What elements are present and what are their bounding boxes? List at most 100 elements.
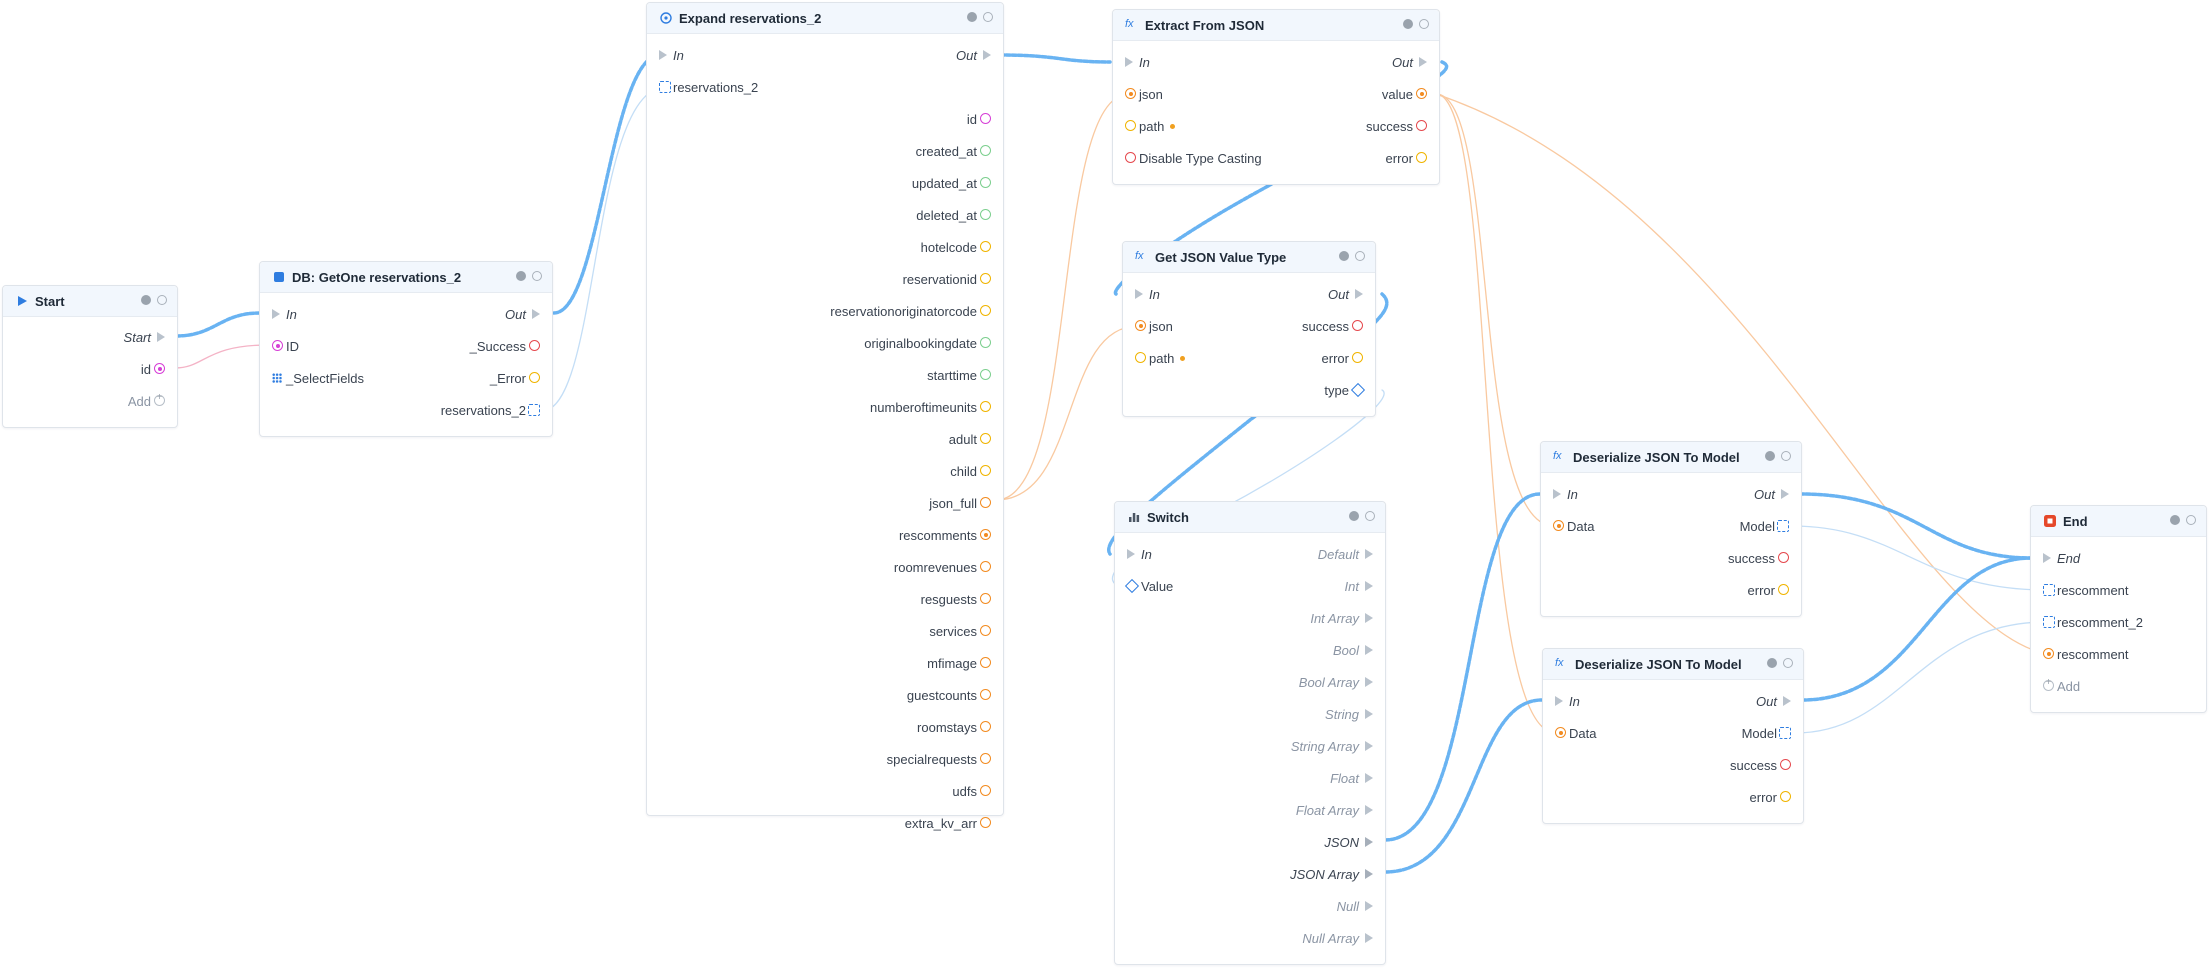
flow-out-pin-icon[interactable] — [1365, 709, 1373, 719]
pin-icon[interactable] — [980, 401, 991, 412]
pin-icon[interactable] — [980, 465, 991, 476]
input-end[interactable]: End — [2043, 548, 2080, 568]
output-field[interactable]: created_at — [916, 141, 991, 161]
pin-icon[interactable] — [154, 363, 165, 374]
input-rescomment-2[interactable]: rescomment_2 — [2043, 612, 2143, 632]
output-field[interactable]: roomstays — [917, 717, 991, 737]
output-field[interactable]: roomrevenues — [894, 557, 991, 577]
output-field[interactable]: deleted_at — [916, 205, 991, 225]
input-in[interactable]: In — [1135, 284, 1160, 304]
output-field[interactable]: originalbookingdate — [864, 333, 991, 353]
output-field[interactable]: extra_kv_arr — [905, 813, 991, 833]
pin-icon[interactable] — [1416, 120, 1427, 131]
pin-icon[interactable] — [1135, 352, 1146, 363]
output-id[interactable]: id — [141, 359, 165, 379]
input-in[interactable]: In — [1555, 691, 1580, 711]
info-icon[interactable] — [141, 295, 151, 305]
info-icon[interactable] — [1349, 511, 1359, 521]
flow-in-pin-icon[interactable] — [272, 309, 280, 319]
info-icon[interactable] — [1767, 658, 1777, 668]
input-path[interactable]: path — [1135, 348, 1186, 368]
info-icon[interactable] — [1403, 19, 1413, 29]
node-header[interactable]: Switch — [1115, 502, 1385, 533]
output-field[interactable]: udfs — [952, 781, 991, 801]
flow-out-pin-icon[interactable] — [1365, 645, 1373, 655]
object-pin-icon[interactable] — [1779, 727, 1791, 739]
output-field[interactable]: numberoftimeunits — [870, 397, 991, 417]
flow-out-pin-icon[interactable] — [1365, 869, 1373, 879]
flow-out-pin-icon[interactable] — [1365, 773, 1373, 783]
flow-out-pin-icon[interactable] — [1365, 677, 1373, 687]
flow-out-pin-icon[interactable] — [1355, 289, 1363, 299]
input-rescomment-3[interactable]: rescomment — [2043, 644, 2129, 664]
diamond-pin-icon[interactable] — [1350, 382, 1366, 398]
node-header[interactable]: fx Extract From JSON — [1113, 10, 1439, 41]
object-pin-icon[interactable] — [2043, 616, 2055, 628]
output-error[interactable]: error — [1386, 148, 1427, 168]
output-field[interactable]: reservationid — [903, 269, 991, 289]
comment-icon[interactable] — [1365, 511, 1375, 521]
output-error[interactable]: error — [1750, 787, 1791, 807]
flow-out-pin-icon[interactable] — [1365, 549, 1373, 559]
switch-case-output[interactable]: String Array — [1291, 736, 1373, 756]
pin-icon[interactable] — [980, 113, 991, 124]
add-icon[interactable] — [154, 392, 165, 406]
pin-icon[interactable] — [1778, 584, 1789, 595]
flow-out-pin-icon[interactable] — [532, 309, 540, 319]
flow-out-pin-icon[interactable] — [1365, 741, 1373, 751]
node-db-getone[interactable]: DB: GetOne reservations_2 In Out ID _Suc… — [259, 261, 553, 437]
output-field[interactable]: child — [950, 461, 991, 481]
comment-icon[interactable] — [1783, 658, 1793, 668]
object-pin-icon[interactable] — [2043, 584, 2055, 596]
flow-out-pin-icon[interactable] — [1365, 837, 1373, 847]
switch-case-output[interactable]: Bool — [1333, 640, 1373, 660]
flow-out-pin-icon[interactable] — [1365, 613, 1373, 623]
input-in[interactable]: In — [272, 304, 297, 324]
input-json[interactable]: json — [1125, 84, 1163, 104]
input-reservations[interactable]: reservations_2 — [659, 77, 758, 97]
pin-icon[interactable] — [980, 433, 991, 444]
node-start[interactable]: Start Start id Add — [2, 285, 178, 428]
pin-icon[interactable] — [1352, 352, 1363, 363]
node-header[interactable]: End — [2031, 506, 2206, 537]
output-success[interactable]: success — [1728, 548, 1789, 568]
input-in[interactable]: In — [659, 45, 684, 65]
pin-icon[interactable] — [980, 241, 991, 252]
info-icon[interactable] — [1765, 451, 1775, 461]
flow-out-pin-icon[interactable] — [983, 50, 991, 60]
output-success[interactable]: success — [1366, 116, 1427, 136]
pin-icon[interactable] — [980, 273, 991, 284]
output-start[interactable]: Start — [124, 327, 165, 347]
output-error[interactable]: error — [1748, 580, 1789, 600]
comment-icon[interactable] — [157, 295, 167, 305]
pin-icon[interactable] — [980, 817, 991, 828]
output-success[interactable]: success — [1302, 316, 1363, 336]
pin-icon[interactable] — [272, 340, 283, 351]
pin-icon[interactable] — [980, 497, 991, 508]
output-field[interactable]: adult — [949, 429, 991, 449]
input-json[interactable]: json — [1135, 316, 1173, 336]
pin-icon[interactable] — [1778, 552, 1789, 563]
add-input[interactable]: Add — [2043, 676, 2080, 696]
comment-icon[interactable] — [532, 271, 542, 281]
switch-case-output[interactable]: Bool Array — [1299, 672, 1373, 692]
output-model[interactable]: Model — [1742, 723, 1791, 743]
info-icon[interactable] — [1339, 251, 1349, 261]
input-data[interactable]: Data — [1553, 516, 1594, 536]
output-out[interactable]: Out — [1756, 691, 1791, 711]
info-icon[interactable] — [967, 12, 977, 22]
flow-in-pin-icon[interactable] — [1127, 549, 1135, 559]
pin-icon[interactable] — [980, 657, 991, 668]
flow-in-pin-icon[interactable] — [1125, 57, 1133, 67]
output-field[interactable]: hotelcode — [921, 237, 991, 257]
pin-icon[interactable] — [1555, 727, 1566, 738]
pin-icon[interactable] — [980, 689, 991, 700]
object-pin-icon[interactable] — [1777, 520, 1789, 532]
node-header[interactable]: fx Get JSON Value Type — [1123, 242, 1375, 273]
comment-icon[interactable] — [1419, 19, 1429, 29]
output-field[interactable]: specialrequests — [887, 749, 991, 769]
flow-out-pin-icon[interactable] — [1365, 933, 1373, 943]
switch-case-output[interactable]: Null — [1337, 896, 1373, 916]
output-error[interactable]: _Error — [490, 368, 540, 388]
